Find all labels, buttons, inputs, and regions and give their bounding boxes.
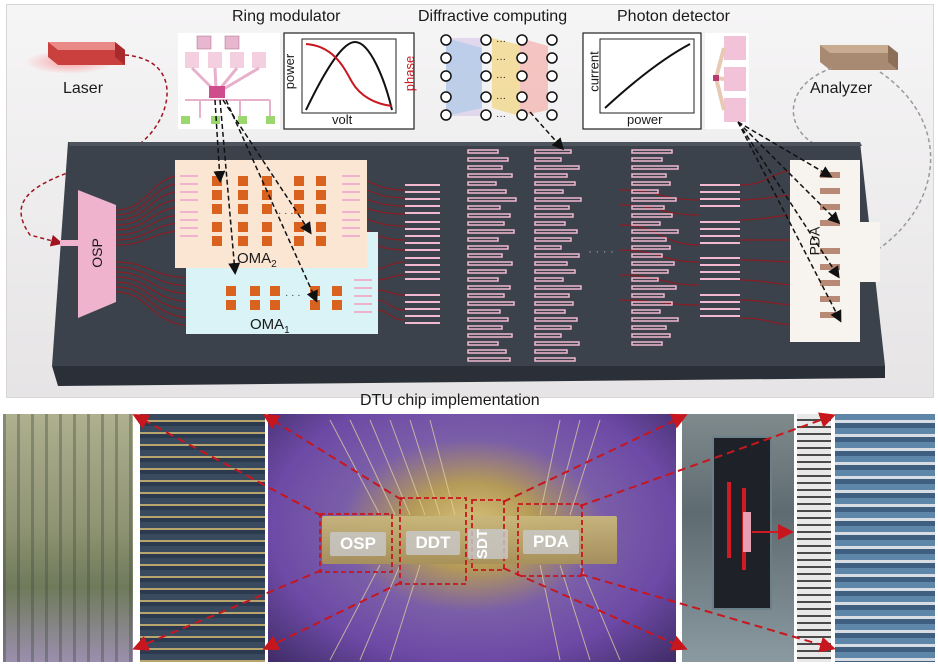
svg-text:···: ···: [496, 111, 506, 122]
photo-osp-closeup: [3, 414, 133, 662]
rm-plot-ylabel-left: power: [282, 53, 298, 90]
die-label-sdt: SDT: [468, 529, 508, 559]
diffractive-slots: [467, 149, 679, 362]
svg-text:···: ···: [496, 72, 506, 83]
rm-plot-ylabel-right: phase: [402, 55, 418, 92]
pd-plot-xlabel: power: [627, 112, 663, 127]
svg-text:· · ·: · · ·: [278, 208, 294, 219]
ring-modulator-plot: [283, 32, 415, 130]
ring-modulator-label: Ring modulator: [232, 8, 341, 25]
pda-panel: [790, 160, 880, 342]
die-label-osp: OSP: [330, 532, 386, 556]
photon-detector-layout: [705, 33, 749, 129]
pd-plot-ylabel: current: [586, 51, 602, 92]
oma2-label: OMA2: [237, 250, 277, 270]
system-diagram: ··· ··· ··· ··· ···: [20, 32, 932, 386]
photo-ddt-array: [140, 414, 265, 662]
diffractive-computing-label: Diffractive computing: [418, 8, 568, 25]
chip-ellipsis: · · · ·: [588, 244, 614, 258]
osp-block: [78, 190, 116, 318]
sdt-slab: [712, 436, 772, 610]
svg-text:···: ···: [496, 36, 506, 47]
laser-device: [25, 42, 125, 74]
ring-modulator-layout: [178, 33, 280, 129]
pda-label: PDA: [806, 226, 823, 256]
analyzer-fiber: [879, 71, 932, 249]
analyzer-label: Analyzer: [810, 80, 873, 97]
photon-detector-label: Photon detector: [617, 8, 730, 25]
photo-pda-array: [835, 414, 935, 662]
osp-label: OSP: [88, 238, 105, 268]
die-label-ddt: DDT: [406, 531, 460, 555]
rm-plot-xlabel: volt: [332, 112, 353, 127]
analyzer-device: [820, 45, 898, 70]
oma1-label: OMA1: [250, 316, 290, 336]
diffractive-network: ··· ··· ··· ··· ···: [440, 34, 558, 122]
photo-pda-strip: [797, 414, 831, 662]
svg-text:· · ·: · · ·: [285, 290, 301, 301]
pink-bundles: [405, 184, 740, 324]
laser-label: Laser: [63, 80, 104, 97]
photon-detector-plot: [582, 32, 702, 130]
svg-text:···: ···: [496, 93, 506, 104]
bottom-title: DTU chip implementation: [360, 392, 540, 409]
die-label-pda: PDA: [523, 530, 579, 554]
svg-text:···: ···: [496, 54, 506, 65]
